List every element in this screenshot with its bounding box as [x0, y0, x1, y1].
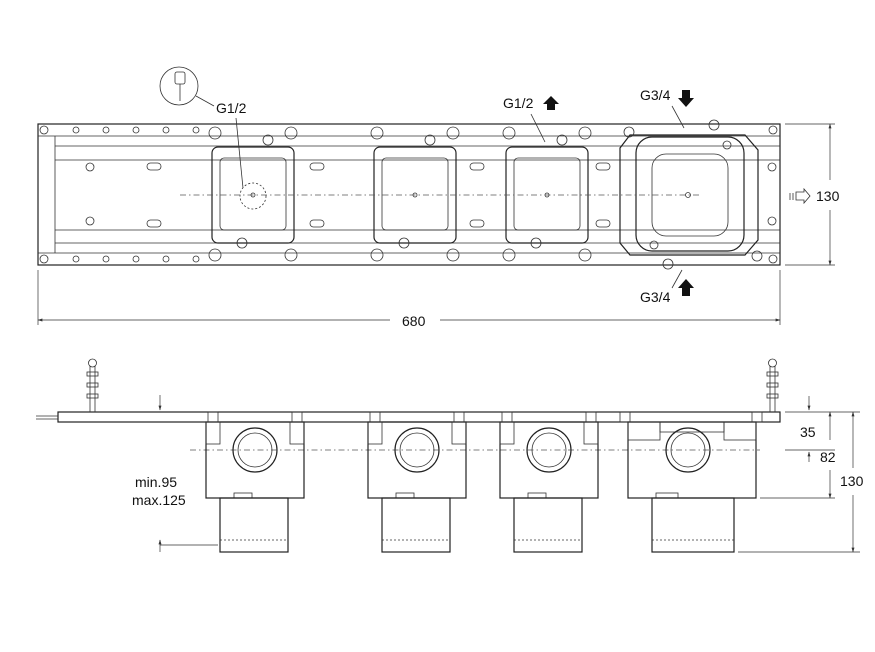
thermostat-body: [619, 119, 763, 270]
side-unit-2: [367, 411, 467, 553]
arrow-up-icon: [543, 96, 559, 110]
dimension-total: 130: [840, 473, 864, 489]
valve-body-2: [370, 126, 460, 262]
dimension-mid: 82: [820, 449, 836, 465]
label-bottom-connection: G3/4: [640, 289, 671, 305]
arrow-up-icon: [678, 279, 694, 296]
side-view: min.95 max.125 35 82 130: [36, 358, 864, 553]
hand-shower-icon: [159, 66, 199, 106]
arrow-down-icon: [678, 90, 694, 107]
dimension-height: 130: [816, 188, 840, 204]
label-shower-connection: G1/2: [216, 100, 247, 116]
label-depth-max: max.125: [132, 492, 186, 508]
dimension-top: 35: [800, 424, 816, 440]
side-unit-3: [499, 411, 599, 553]
valve-body-1: [208, 126, 298, 262]
label-outlet-connection: G1/2: [503, 95, 534, 111]
label-top-connection: G3/4: [640, 87, 671, 103]
rail-holes: [39, 125, 778, 264]
top-view: G1/2 G1/2 G3/4 G3/4 680 130: [37, 66, 840, 329]
side-unit-1: [205, 411, 305, 553]
side-unit-thermostat: [619, 411, 763, 553]
flow-arrow-icon: [789, 187, 811, 205]
valve-body-3: [502, 126, 592, 262]
label-depth-min: min.95: [135, 474, 177, 490]
dimension-width: 680: [402, 313, 426, 329]
